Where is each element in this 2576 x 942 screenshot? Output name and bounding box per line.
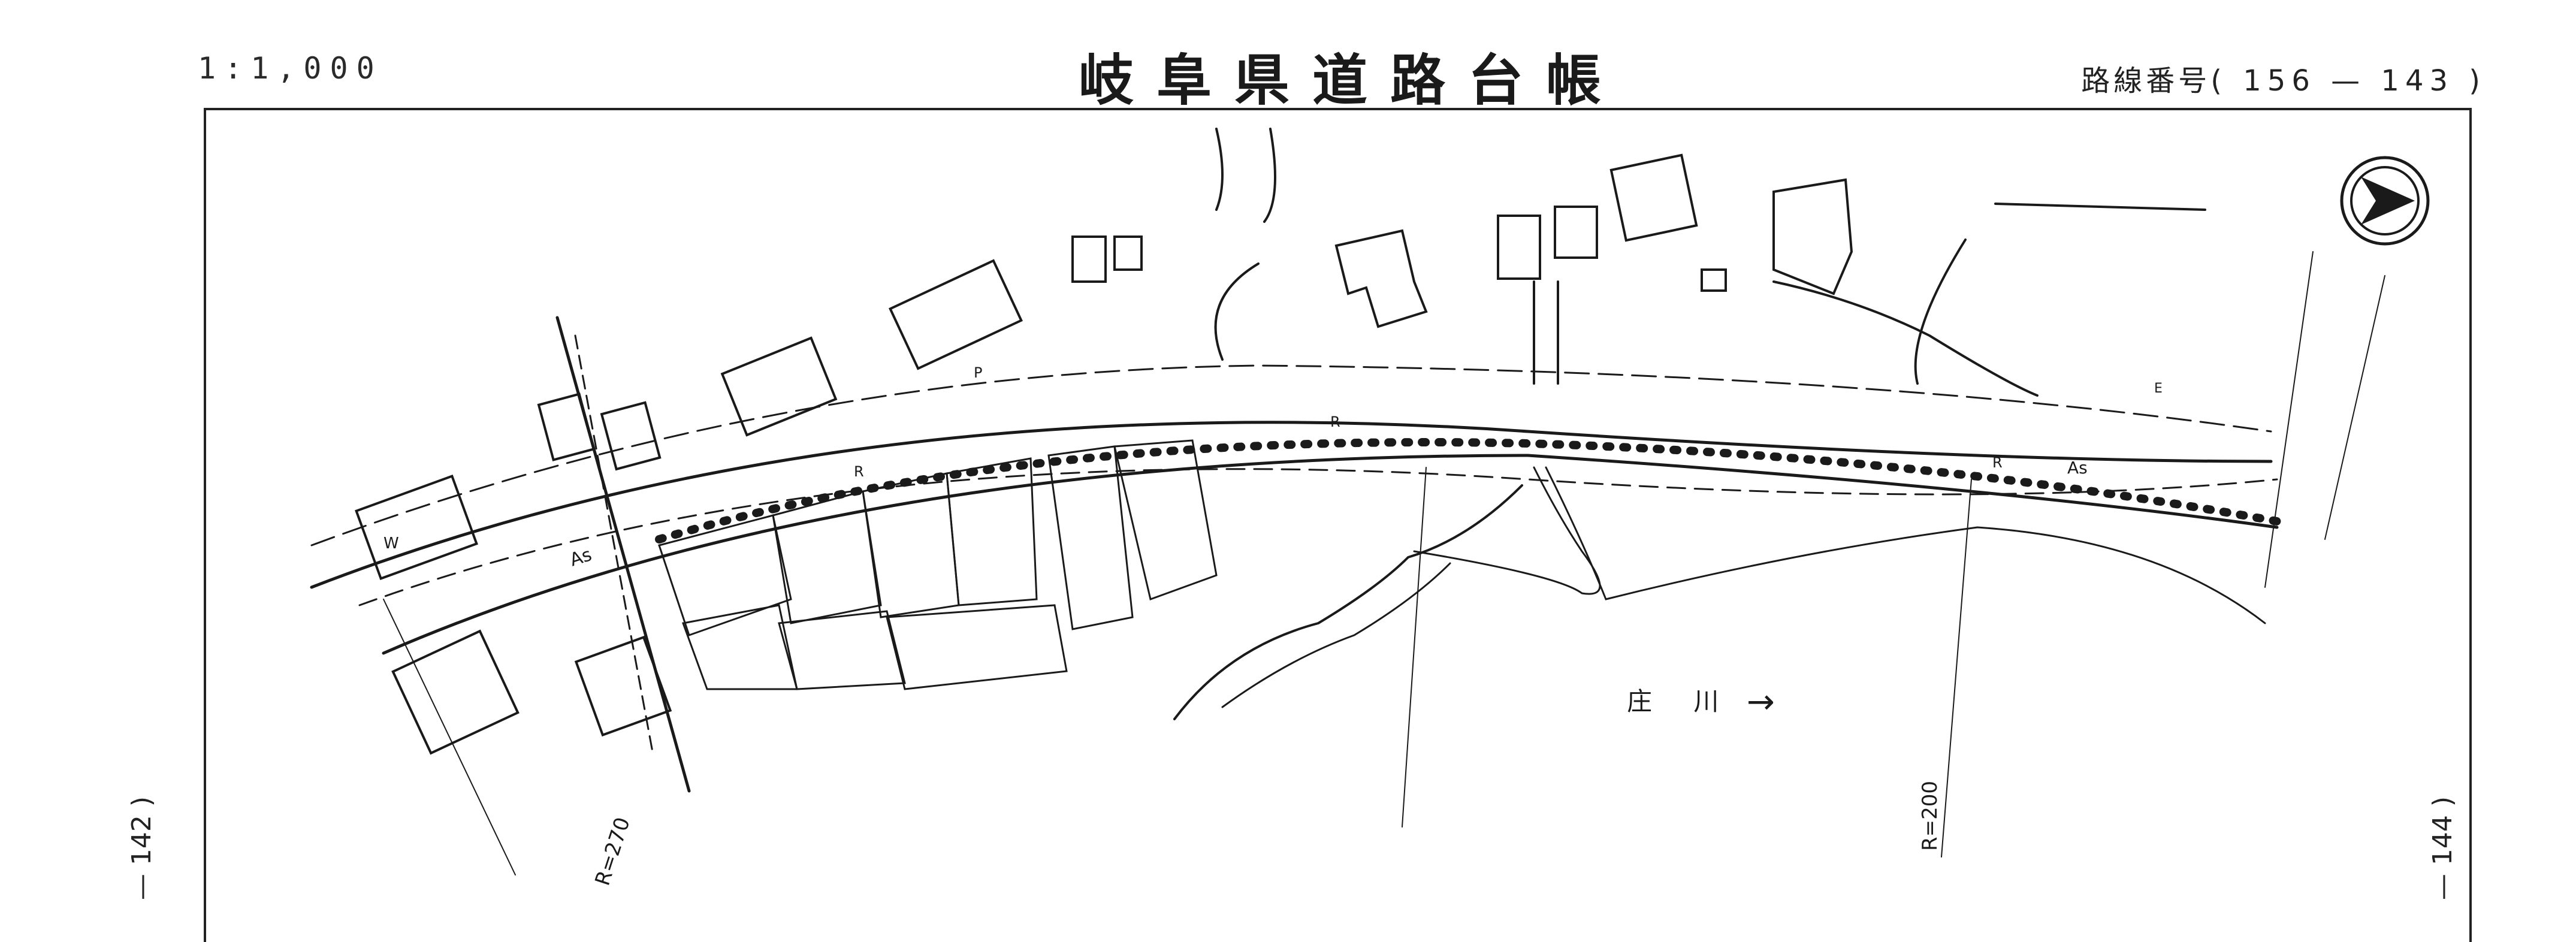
radius-label-right: R=200 (1918, 781, 1942, 851)
building (1071, 236, 1107, 283)
field-plot (862, 472, 960, 618)
scale-label: 1:1,000 (198, 51, 383, 86)
building (355, 474, 478, 581)
field-plot (778, 610, 906, 690)
surface-label-left: As (567, 544, 594, 570)
marker-r-3: R (1992, 454, 2003, 471)
building (391, 629, 520, 755)
north-arrow-outer (2340, 156, 2430, 246)
marker-r-2: R (1330, 413, 1340, 430)
route-label: 路線番号 (2081, 64, 2211, 98)
river-bank (1173, 484, 1523, 720)
building (1701, 268, 1727, 292)
guardrail (655, 438, 2281, 544)
north-arrow-inner (2350, 166, 2420, 236)
marker-e: E (2154, 381, 2163, 396)
road-edge-outer (310, 364, 2272, 547)
road-edge-upper (310, 421, 2273, 589)
field-plot (946, 457, 1038, 606)
building (1554, 206, 1598, 259)
building (1609, 153, 1698, 242)
building (600, 401, 662, 471)
building (720, 336, 838, 437)
marker-p: P (974, 364, 982, 381)
building (1497, 215, 1541, 280)
field-plot (886, 604, 1068, 690)
route-numbers: ( 156 — 143 ) (2210, 64, 2486, 98)
surface-label-right: As (2067, 458, 2088, 478)
radius-label-left: R=270 (591, 814, 635, 889)
route-number: 路線番号( 156 — 143 ) (2081, 57, 2486, 99)
river-bank (1413, 466, 1601, 595)
field-plot (1047, 445, 1134, 630)
road-centerline (358, 468, 2278, 606)
page-title: 岐阜県道路台帳 (1079, 49, 1624, 113)
building (888, 259, 1023, 370)
marker-r-1: R (854, 463, 864, 480)
river-arrow: → (1747, 683, 1775, 721)
map-frame (204, 108, 2472, 942)
field-plot (1113, 439, 1218, 600)
building (1334, 229, 1428, 328)
building (1113, 236, 1143, 271)
road-edge-lower (382, 454, 2279, 655)
field-plot (772, 490, 882, 624)
building (1772, 178, 1853, 295)
marker-w: W (383, 535, 399, 552)
field-plot (658, 514, 792, 636)
north-arrow-icon (2361, 177, 2415, 225)
river-label: 庄 川 (1627, 687, 1735, 716)
building (537, 393, 596, 461)
river-bank (1545, 466, 2266, 624)
building (574, 635, 672, 737)
river-bank (1221, 562, 1451, 708)
